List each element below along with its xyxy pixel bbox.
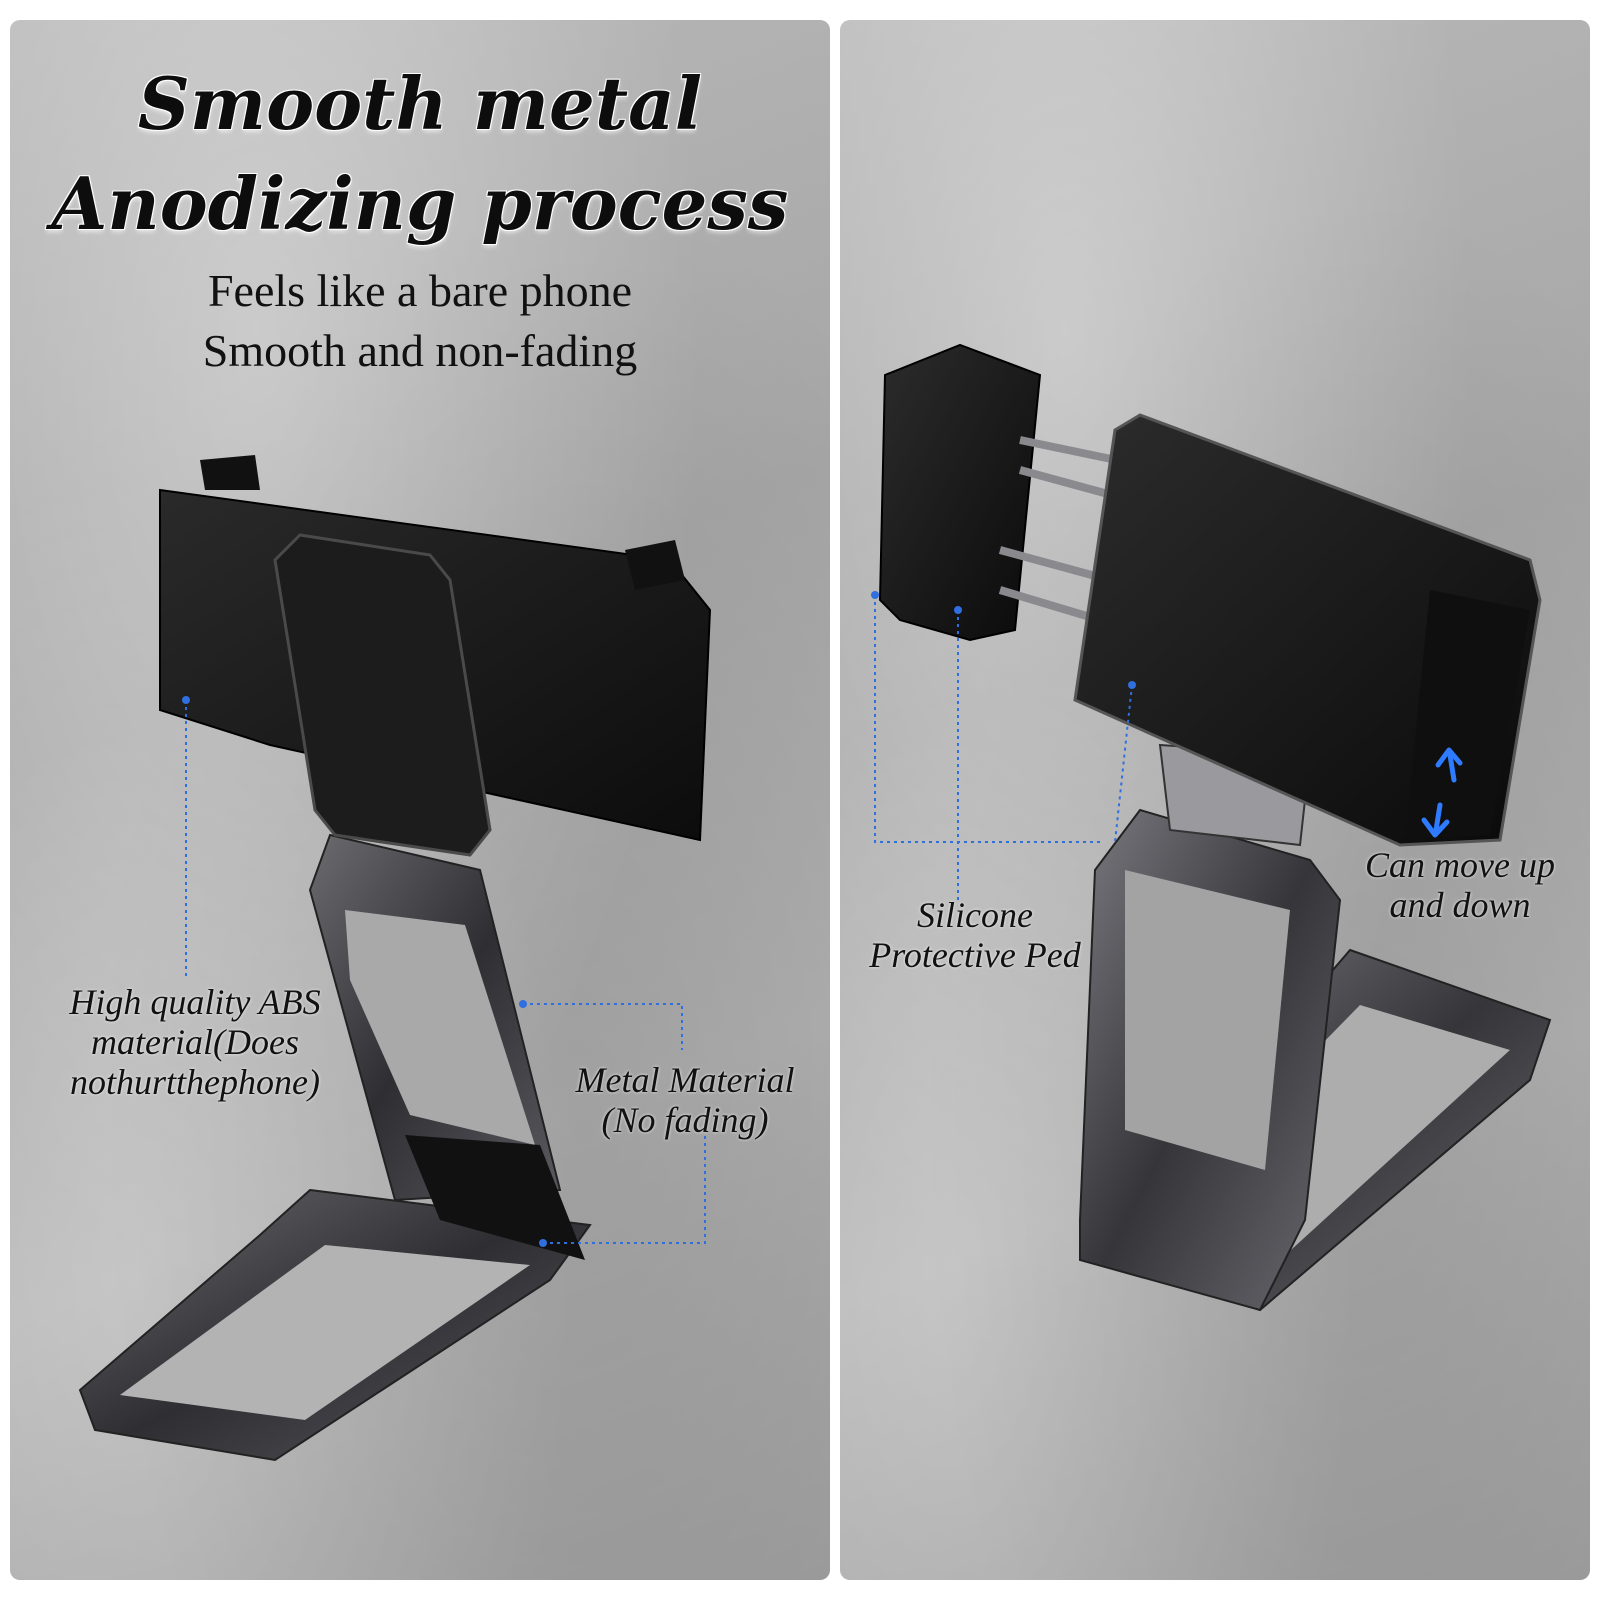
subtitle-line-1: Feels like a bare phone (207, 265, 633, 316)
callout-silicone-line-1: Silicone (917, 895, 1033, 935)
stand-illustration-right (871, 343, 1552, 1312)
callout-move-up-down: Can move up and down (1325, 845, 1590, 925)
callout-metal-material: Metal Material (No fading) (550, 1060, 820, 1140)
up-down-arrow-icon (1421, 747, 1463, 838)
right-panel: Silicone Protective Ped Can move up and … (840, 20, 1590, 1580)
callout-move-line-1: Can move up (1365, 845, 1555, 885)
clamp-jaw-left (878, 343, 1042, 642)
callout-line-silicone (874, 595, 1133, 900)
title-line-2: Anodizing process (51, 161, 789, 246)
subtitle-line-2: Smooth and non-fading (202, 325, 638, 376)
callout-abs-material: High quality ABS material(Does nothurtth… (20, 982, 370, 1102)
callout-metal-line-1: Metal Material (575, 1060, 795, 1100)
callout-silicone-pad: Silicone Protective Ped (840, 895, 1110, 975)
stand-illustration-left (78, 455, 712, 1462)
callout-metal-line-2: (No fading) (601, 1100, 769, 1140)
title-line-1: Smooth metal (137, 61, 703, 146)
callout-abs-line-3: nothurtthephone) (70, 1062, 320, 1102)
callout-line-metal (523, 1003, 706, 1244)
callout-abs-line-1: High quality ABS (69, 982, 321, 1022)
callout-move-line-2: and down (1389, 885, 1531, 925)
callout-silicone-line-2: Protective Ped (869, 935, 1081, 975)
center-plate (273, 533, 492, 857)
left-panel: Smooth metal Anodizing process Feels lik… (10, 20, 830, 1580)
callout-abs-line-2: material(Does (91, 1022, 299, 1062)
